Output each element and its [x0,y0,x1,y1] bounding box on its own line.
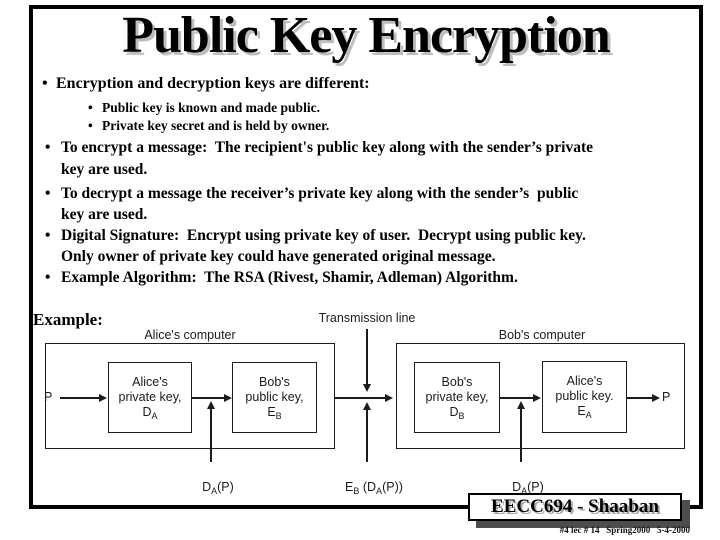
key-box-line: Bob's [259,374,290,389]
key-symbol: EA [577,404,592,420]
footer-badge: EECC694 - Shaaban [468,493,682,521]
transmission-line-label: Transmission line [318,311,416,325]
arrow-line [520,408,522,462]
arrow-head-right [533,394,541,402]
arrow-head-down [363,384,371,392]
bullet-marker: • [45,227,51,244]
arrow-line [210,408,212,462]
arrow-head-right [99,394,107,402]
bullet-marker: • [45,185,51,202]
alice-computer-label: Alice's computer [144,328,236,342]
bullet-line: key are used. [61,206,148,223]
signal-label-eb-da-p: EB (DA(P)) [345,480,403,496]
key-box-line: public key. [555,389,614,403]
example-label: Example: [33,310,103,329]
bullet-line: To decrypt a message the receiver’s priv… [61,185,579,202]
key-box-line: private key, [425,389,489,404]
key-box-line: private key, [118,389,182,404]
bullet-marker: • [42,75,48,92]
arrow-line [366,329,368,384]
arrow-line [627,397,652,399]
bob-private-key-box: Bob's private key, DB [414,362,500,433]
key-symbol: EB [267,404,282,421]
course-title: EECC694 - Shaaban [491,496,659,517]
key-box-line: public key, [245,389,304,404]
arrow-head-right [385,394,393,402]
bullet-line: Example Algorithm: The RSA (Rivest, Sham… [61,269,518,286]
bob-computer-label: Bob's computer [498,328,586,342]
sub-bullet-text: Private key secret and is held by owner. [102,118,330,133]
signal-label-da-p: DA(P) [512,480,544,496]
arrow-head-right [652,394,660,402]
arrow-head-up [207,401,215,409]
arrow-line [500,397,533,399]
page-info: #4 lec # 14 Spring2000 5-4-2000 [559,525,690,535]
bullet-line: Digital Signature: Encrypt using private… [61,227,586,244]
bullet-line: key are used. [61,161,148,178]
key-symbol: DA [142,404,158,421]
sub-bullet-marker: • [88,100,93,115]
plaintext-out-label: P [662,390,671,404]
sub-bullet-marker: • [88,118,93,133]
alice-private-key-box: Alice's private key, DA [108,362,192,433]
signal-label-da-p: DA(P) [202,480,234,496]
arrow-line [192,397,224,399]
bob-public-key-box: Bob's public key, EB [232,362,317,433]
bullet-line: Only owner of private key could have gen… [61,248,496,265]
key-symbol: DB [449,404,465,421]
arrow-head-right [224,394,232,402]
arrow-head-up [517,401,525,409]
plaintext-in-label: P [44,390,53,404]
arrow-head-up [363,402,371,410]
key-box-line: Bob's [441,374,473,389]
alice-public-key-box: Alice's public key. EA [542,361,627,433]
transmission-line [335,397,385,399]
bullet-marker: • [45,139,51,156]
arrow-line [60,397,99,399]
slide-border-frame [29,5,703,509]
key-box-line: Alice's [566,374,603,388]
sub-bullet-text: Public key is known and made public. [102,100,320,115]
bullet-marker: • [45,269,51,286]
slide-title: Public Key Encryption [122,7,610,64]
key-box-line: Alice's [132,374,168,389]
bullet-text: Encryption and decryption keys are diffe… [56,75,370,92]
arrow-line [366,409,368,462]
bullet-line: To encrypt a message: The recipient's pu… [61,139,594,156]
